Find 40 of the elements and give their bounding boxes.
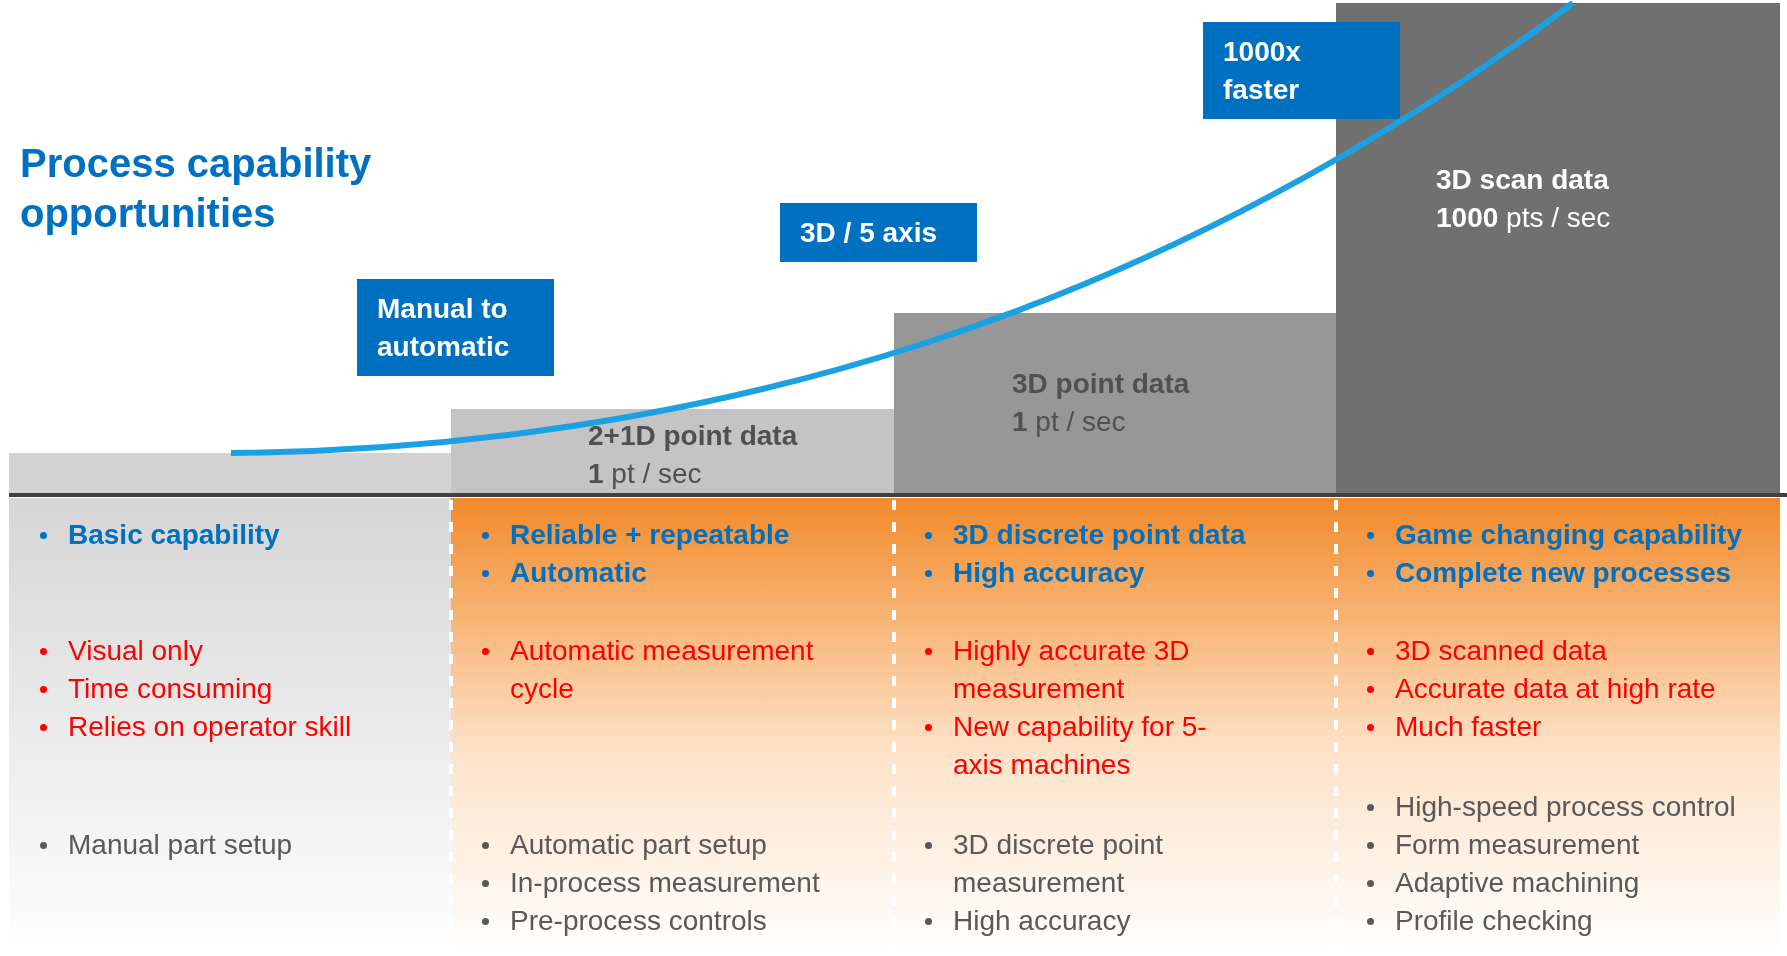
application-item: Adaptive machining xyxy=(1395,867,1640,898)
step-bar xyxy=(894,313,1336,494)
application-item: Manual part setup xyxy=(68,829,293,860)
step-bar xyxy=(1336,3,1780,494)
application-item: Pre-process controls xyxy=(510,905,767,936)
key-point: Automatic xyxy=(510,557,647,588)
milestone-tag: 1000x faster xyxy=(1203,22,1400,119)
limitation-item: Highly accurate 3D measurement xyxy=(953,635,1190,704)
key-point: Reliable + repeatable xyxy=(510,519,790,550)
data-type-label: 3D point data xyxy=(1012,367,1190,401)
application-item: 3D discrete point measurement xyxy=(953,829,1164,898)
limitation-item: Automatic measurement cycle xyxy=(510,635,814,704)
milestone-tag: Manual to automatic xyxy=(357,279,554,376)
limitation-item: New capability for 5-axis machines xyxy=(953,711,1207,780)
step-bar xyxy=(9,453,451,494)
application-item: Profile checking xyxy=(1395,905,1593,936)
key-point: Complete new processes xyxy=(1395,557,1732,588)
data-type-label: 2+1D point data xyxy=(588,419,798,453)
application-item: Form measurement xyxy=(1395,829,1640,860)
limitation-item: Relies on operator skill xyxy=(68,711,352,742)
key-point: 3D discrete point data xyxy=(953,519,1246,550)
rate-label: 1 pt / sec xyxy=(1012,405,1126,439)
limitation-item: Much faster xyxy=(1395,711,1542,742)
step-bar xyxy=(451,409,894,494)
data-type-label: 3D scan data xyxy=(1436,163,1609,197)
milestone-tag: 3D / 5 axis xyxy=(780,203,977,262)
key-point: Basic capability xyxy=(68,519,280,550)
rate-label: 1000 pts / sec xyxy=(1436,201,1611,235)
key-point: High accuracy xyxy=(953,557,1145,588)
application-item: Automatic part setup xyxy=(510,829,767,860)
rate-label: 1 pt / sec xyxy=(588,457,702,491)
application-item: High-speed process control xyxy=(1395,791,1736,822)
limitation-item: Visual only xyxy=(68,635,203,666)
limitation-item: 3D scanned data xyxy=(1395,635,1607,666)
application-item: In-process measurement xyxy=(510,867,820,898)
limitation-item: Accurate data at high rate xyxy=(1395,673,1716,704)
slide-title: Process capability opportunities xyxy=(20,140,373,237)
limitation-item: Time consuming xyxy=(68,673,273,704)
application-item: High accuracy xyxy=(953,905,1131,936)
key-point: Game changing capability xyxy=(1395,519,1742,550)
